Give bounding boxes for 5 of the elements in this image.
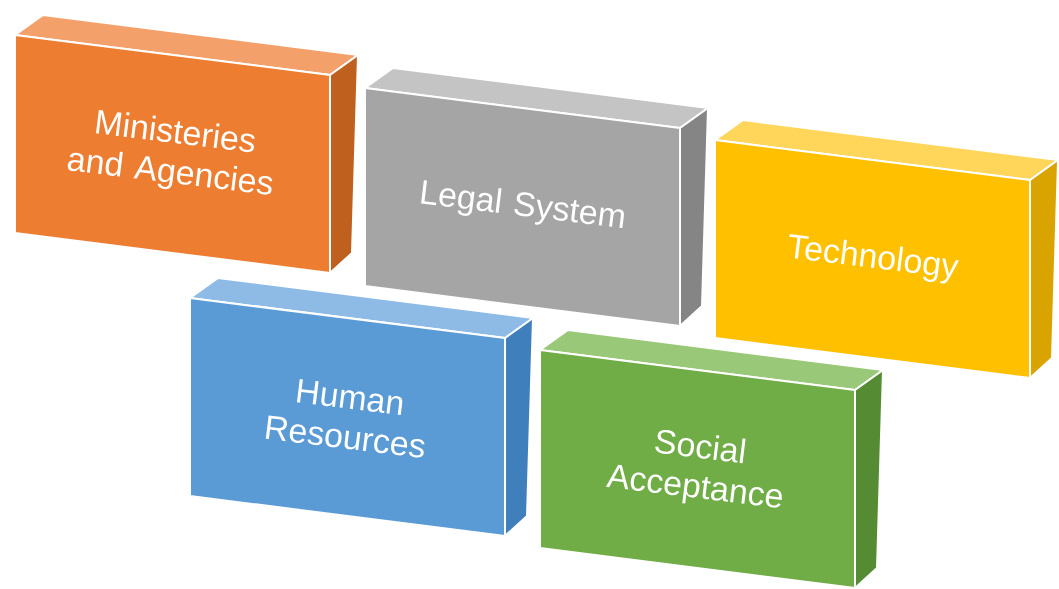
block: Ministeries and Agencies: [14, 14, 359, 274]
block: Human Resources: [189, 277, 534, 537]
block: Social Acceptance: [539, 329, 884, 589]
block: Legal System: [364, 67, 709, 327]
block: Technology: [714, 119, 1059, 379]
